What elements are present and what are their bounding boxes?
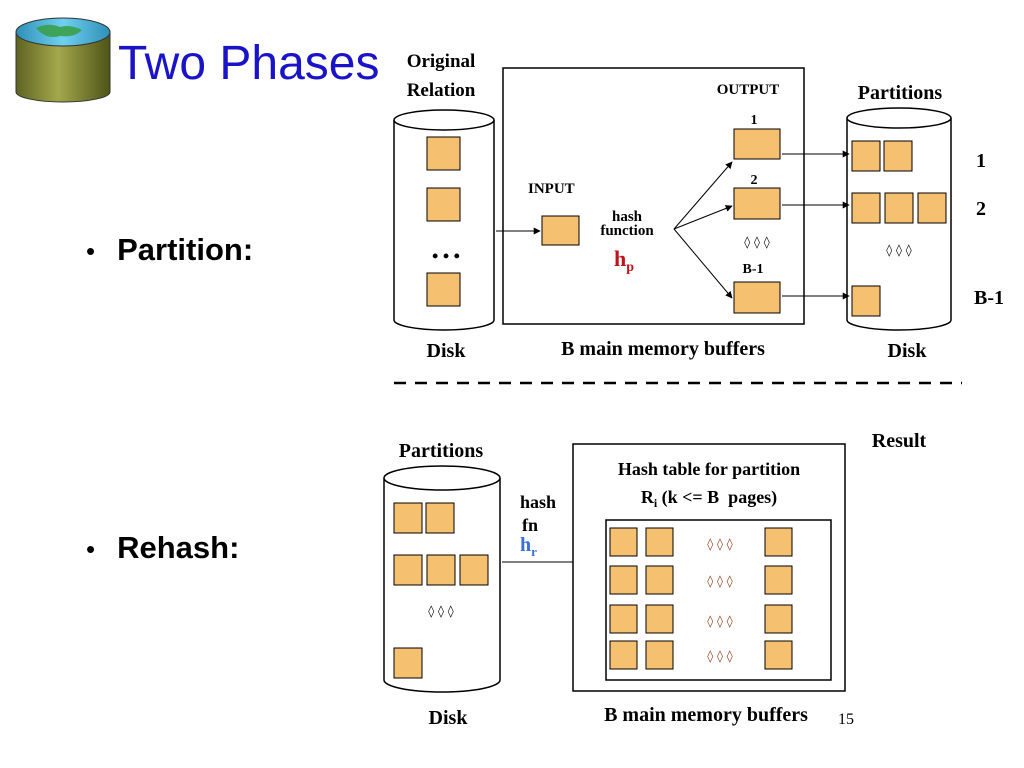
page-block (426, 136, 461, 171)
hashtable-page (764, 565, 793, 595)
ellipsis-row: ◊ ◊ ◊ (707, 574, 732, 588)
logo-cylinder-icon (15, 17, 111, 103)
hr-symbol: hr (520, 534, 537, 559)
buffer-num-1: 1 (751, 113, 758, 128)
hashtable-page (645, 527, 674, 557)
original-relation-line1: Original (407, 51, 476, 72)
slide-title: Two Phases (118, 37, 380, 90)
partition-num-b1: B-1 (974, 287, 1004, 309)
page-block (426, 187, 461, 222)
partition-page (851, 285, 881, 317)
arrow-hash-to-buffer-2 (673, 205, 733, 230)
disk-left-label: Disk (427, 340, 467, 362)
rehash-fn-label: fn (522, 515, 538, 535)
partition-page (851, 140, 881, 172)
bullet-dot: • (86, 236, 96, 266)
partition-page (884, 192, 914, 224)
hashtable-line1: Hash table for partition (618, 459, 800, 479)
partition-page (851, 192, 881, 224)
partition-page (425, 502, 455, 534)
hashtable-line2: Ri (k <= B pages) (641, 487, 777, 510)
hashtable-page (764, 604, 793, 634)
hash-table-box (605, 519, 832, 681)
partition-num-1: 1 (976, 150, 986, 172)
ellipsis-partitions: ◊ ◊ ◊ (886, 243, 911, 257)
output-buffer-2 (733, 187, 781, 220)
hashtable-page (645, 604, 674, 634)
hp-symbol: hp (614, 246, 634, 275)
input-label: INPUT (528, 181, 575, 197)
page-block (426, 272, 461, 307)
partition-page (393, 647, 423, 679)
ellipsis-rehash-disk: ◊ ◊ ◊ (428, 604, 453, 618)
bullet-dot: • (86, 534, 96, 564)
partition-page (459, 554, 489, 586)
output-label: OUTPUT (717, 82, 780, 98)
buffer-num-2: 2 (751, 173, 758, 188)
buffer-num-b1: B-1 (743, 262, 764, 277)
bullet-rehash: • Rehash: (86, 530, 239, 566)
hashtable-page (645, 565, 674, 595)
rehash-memory-label: B main memory buffers (604, 704, 808, 726)
output-buffer-1 (733, 128, 781, 160)
rehash-hash-label: hash (520, 492, 556, 512)
original-relation-line2: Relation (407, 80, 476, 101)
input-buffer (541, 215, 580, 246)
result-label: Result (872, 430, 927, 452)
disk-right-label: Disk (888, 340, 928, 362)
bullet-partition-label: Partition: (117, 232, 254, 267)
partitions-label: Partitions (858, 82, 943, 104)
disk-left-cylinder (393, 109, 495, 331)
ellipsis-left-disk: • • • (432, 246, 460, 266)
hashtable-page (764, 527, 793, 557)
partition-page (393, 554, 423, 586)
hashtable-page (609, 640, 638, 670)
ellipsis-row: ◊ ◊ ◊ (707, 649, 732, 663)
memory-buffers-label: B main memory buffers (561, 338, 765, 360)
slide-number: 15 (838, 711, 854, 728)
hashtable-page (764, 640, 793, 670)
hashtable-page (609, 604, 638, 634)
partition-page (883, 140, 913, 172)
ellipsis-output: ◊ ◊ ◊ (744, 235, 769, 249)
partition-page (917, 192, 947, 224)
arrow-hash-to-buffer-1 (673, 161, 733, 230)
bullet-rehash-label: Rehash: (117, 530, 240, 565)
partition-page (426, 554, 456, 586)
rehash-disk-label: Disk (429, 707, 469, 729)
ellipsis-row: ◊ ◊ ◊ (707, 614, 732, 628)
hashtable-page (609, 565, 638, 595)
ellipsis-row: ◊ ◊ ◊ (707, 537, 732, 551)
hash-label: hash (612, 209, 643, 225)
hashtable-page (645, 640, 674, 670)
output-buffer-b1 (733, 281, 781, 314)
partition-page (393, 502, 423, 534)
function-label: function (600, 223, 654, 239)
hashtable-page (609, 527, 638, 557)
partition-num-2: 2 (976, 198, 986, 220)
rehash-partitions-label: Partitions (399, 440, 484, 462)
bullet-partition: • Partition: (86, 232, 253, 268)
arrow-hash-to-buffer-b1 (673, 228, 733, 299)
